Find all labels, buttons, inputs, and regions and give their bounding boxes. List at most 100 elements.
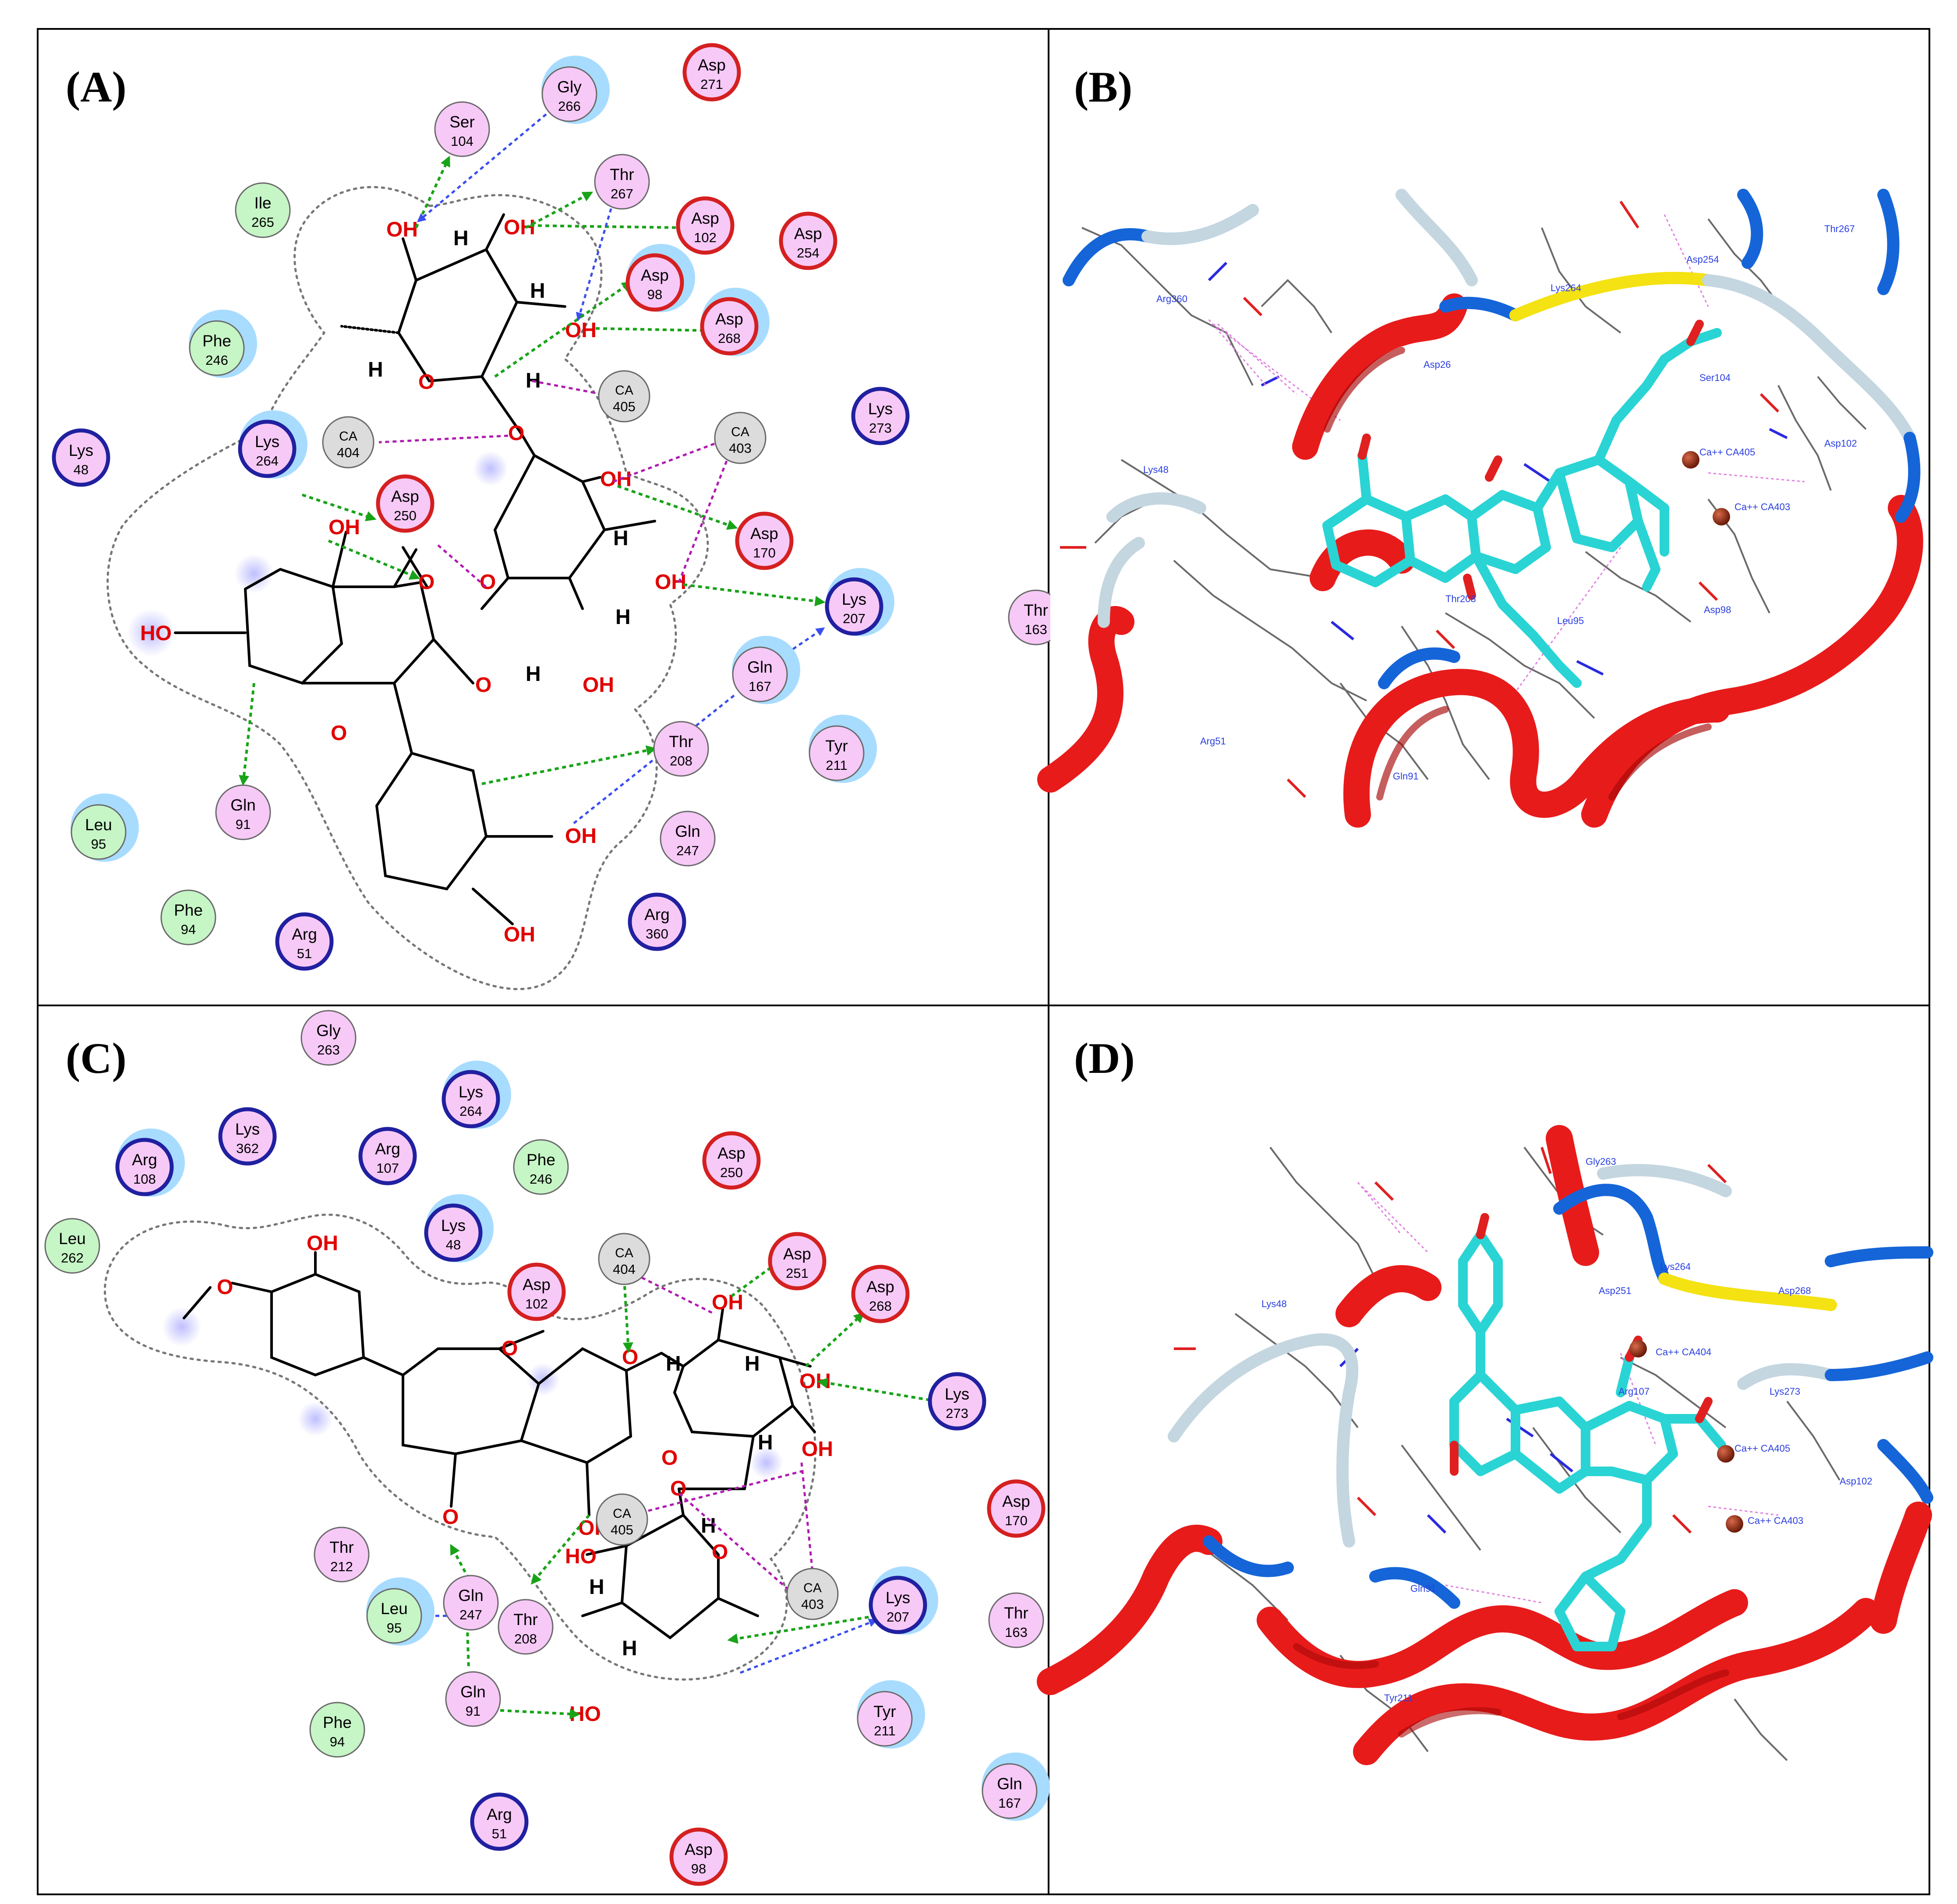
atom-o: O — [622, 1346, 638, 1369]
metal-number: 405 — [611, 1522, 633, 1537]
pocket-contour-c — [104, 1213, 817, 1681]
metal-number: 403 — [801, 1597, 824, 1612]
panel-frames — [37, 28, 1930, 1895]
residue-disc — [851, 1265, 910, 1323]
calcium-site: CA403 — [786, 1568, 839, 1620]
residue-asp-98: Asp98 — [669, 1827, 728, 1886]
sticks-red-d — [1174, 1147, 1727, 1534]
exposure-blob — [473, 451, 508, 486]
residue-disc — [445, 1671, 501, 1727]
residue-disc — [676, 196, 735, 255]
atom-oh: OH — [600, 468, 632, 491]
atom-h: H — [622, 1637, 637, 1660]
residue-label: Ca++ CA403 — [1734, 501, 1790, 512]
atom-ho: HO — [569, 1703, 601, 1726]
residue-number: 51 — [492, 1826, 507, 1841]
residue-name: Asp — [523, 1276, 551, 1294]
residue-asp-268: Asp268 — [851, 1265, 910, 1323]
residue-number: 102 — [525, 1296, 548, 1312]
residue-disc — [215, 784, 271, 840]
exposure-blob — [234, 554, 274, 593]
residue-number: 95 — [387, 1620, 402, 1636]
residue-disc — [309, 1702, 365, 1758]
residue-disc — [376, 474, 434, 533]
residue-disc — [625, 253, 684, 312]
helix-shade-b — [1324, 347, 1712, 800]
calcium-ion — [1629, 1340, 1647, 1357]
residue-disc — [160, 889, 216, 945]
atom-oh: OH — [565, 319, 597, 342]
residue-number: 247 — [676, 843, 699, 858]
residue-disc — [189, 320, 245, 376]
atom-o: O — [480, 571, 496, 594]
residue-name: Arg — [132, 1151, 157, 1169]
ligand-a-bonds — [174, 213, 656, 925]
residue-name: Asp — [391, 487, 419, 505]
residue-lys-264: Lys264 — [442, 1061, 511, 1129]
residue-number: 51 — [297, 946, 312, 961]
residue-name: Lys — [69, 441, 93, 459]
residue-name: Lys — [441, 1216, 466, 1234]
residue-thr-267: Thr267 — [594, 154, 650, 210]
residue-label: Asp251 — [1599, 1285, 1632, 1296]
residue-name: Arg — [487, 1805, 512, 1823]
metal-name: CA — [615, 1246, 633, 1260]
atom-oh: OH — [329, 516, 360, 539]
residue-asp-254: Asp254 — [779, 212, 837, 270]
atom-o: O — [475, 673, 491, 697]
residue-number: 48 — [446, 1237, 461, 1252]
residue-number: 104 — [451, 134, 473, 149]
residue-label: Arg360 — [1156, 293, 1187, 304]
coil-b — [1063, 189, 1921, 689]
coil-d — [1168, 1164, 1933, 1609]
residue-name: Asp — [691, 209, 719, 227]
ligand-o-b — [1358, 320, 1704, 600]
metal-disc — [322, 416, 374, 469]
residue-number: 95 — [91, 836, 106, 852]
residue-name: Thr — [513, 1611, 538, 1629]
residue-asp-98: Asp98 — [625, 244, 695, 312]
pocket-contour-a — [106, 186, 709, 991]
atom-oh: OH — [307, 1232, 338, 1255]
ligand-a-atoms: OH OH OH O O OH OH OH O OH HO O O O OH O… — [140, 216, 686, 946]
residue-disc — [825, 577, 883, 636]
residue-gly-263: Gly263 — [300, 1010, 357, 1066]
residue-arg-107: Arg107 — [358, 1127, 417, 1185]
residue-label: Asp26 — [1424, 359, 1451, 370]
residue-label: Thr208 — [1445, 593, 1476, 604]
residue-disc — [768, 1232, 827, 1290]
atom-oh: OH — [799, 1370, 831, 1393]
atom-h: H — [615, 606, 631, 629]
residue-disc — [300, 1010, 357, 1066]
metal-number: 403 — [729, 441, 752, 456]
residue-disc — [700, 297, 759, 356]
residue-number: 360 — [646, 926, 668, 941]
residue-label: Lys273 — [1770, 1386, 1800, 1397]
atom-oh: OH — [386, 218, 418, 241]
residue-number: 264 — [459, 1104, 482, 1119]
residue-number: 262 — [61, 1250, 84, 1266]
residue-number: 268 — [718, 331, 741, 346]
residue-name: Ser — [449, 113, 475, 131]
residue-number: 273 — [869, 420, 892, 436]
residue-lys-48: Lys 48 — [424, 1194, 494, 1262]
residue-leu-95: Leu95 — [366, 1577, 434, 1646]
residue-label: Tyr211 — [1384, 1692, 1413, 1703]
residue-disc — [238, 420, 297, 478]
residue-label: Asp102 — [1840, 1476, 1872, 1487]
atom-oh: OH — [504, 923, 535, 946]
residue-number: 254 — [797, 245, 820, 261]
residue-label: Lys48 — [1261, 1298, 1287, 1309]
exposure-blob — [162, 1307, 201, 1347]
residue-name: Phe — [323, 1714, 352, 1731]
residue-leu-95: Leu95 — [71, 793, 139, 862]
